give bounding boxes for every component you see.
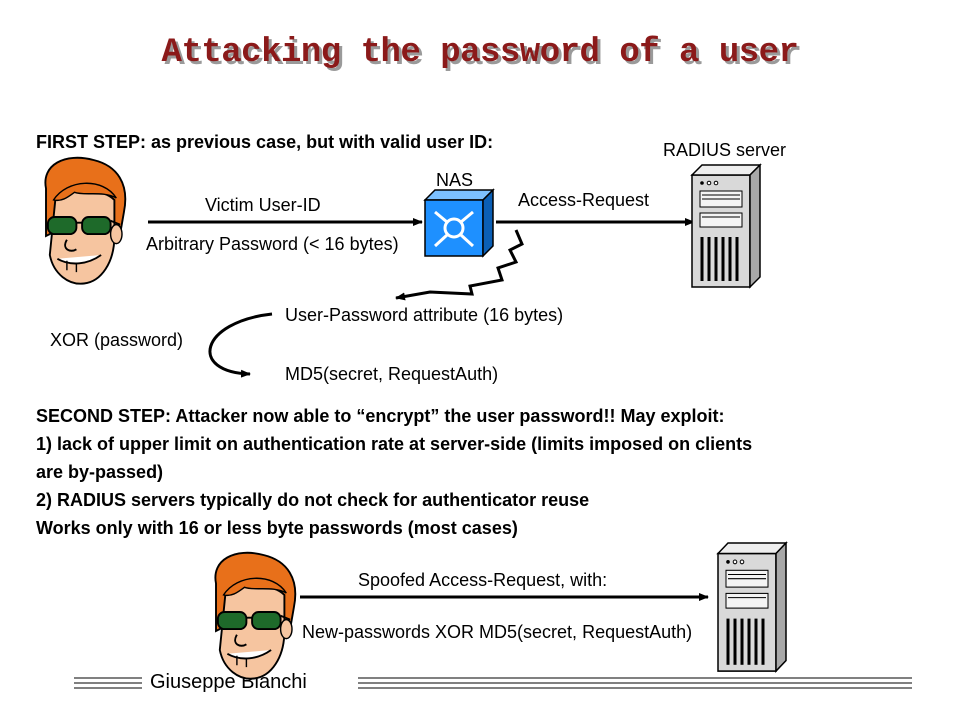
nas-label: NAS bbox=[436, 170, 474, 190]
second-step-line: are by-passed) bbox=[36, 462, 164, 482]
md5-secret-label: MD5(secret, RequestAuth) bbox=[285, 364, 499, 384]
second-step-line: Works only with 16 or less byte password… bbox=[36, 518, 518, 538]
footer-divider bbox=[74, 677, 912, 689]
radius-server-icon bbox=[716, 541, 788, 673]
radius-server-icon bbox=[690, 163, 762, 289]
attacker-avatar-icon bbox=[44, 156, 127, 285]
radius-server-label: RADIUS server bbox=[663, 140, 787, 160]
second-step-line: 1) lack of upper limit on authentication… bbox=[36, 434, 753, 454]
spoofed-request-label: Spoofed Access-Request, with: bbox=[358, 570, 608, 590]
nas-router-icon bbox=[423, 188, 495, 258]
slide-title: Attacking the password of a user bbox=[161, 34, 799, 72]
footer-author: Giuseppe Bianchi bbox=[150, 671, 307, 693]
xor-curve-arrow bbox=[208, 312, 273, 378]
arbitrary-password-label: Arbitrary Password (< 16 bytes) bbox=[146, 234, 399, 254]
new-passwords-label: New-passwords XOR MD5(secret, RequestAut… bbox=[302, 622, 693, 642]
access-request-label: Access-Request bbox=[518, 190, 650, 210]
user-password-attr-label: User-Password attribute (16 bytes) bbox=[285, 305, 564, 325]
victim-user-id-label: Victim User-ID bbox=[205, 195, 321, 215]
xor-password-label: XOR (password) bbox=[50, 330, 184, 350]
intercept-arrow bbox=[395, 229, 524, 301]
second-step-line: SECOND STEP: Attacker now able to “encry… bbox=[36, 406, 725, 426]
second-step-line: 2) RADIUS servers typically do not check… bbox=[36, 490, 590, 510]
second-step-text: SECOND STEP: Attacker now able to “encry… bbox=[36, 402, 752, 542]
first-step-heading: FIRST STEP: as previous case, but with v… bbox=[36, 132, 494, 152]
attacker-avatar-icon bbox=[214, 551, 297, 680]
